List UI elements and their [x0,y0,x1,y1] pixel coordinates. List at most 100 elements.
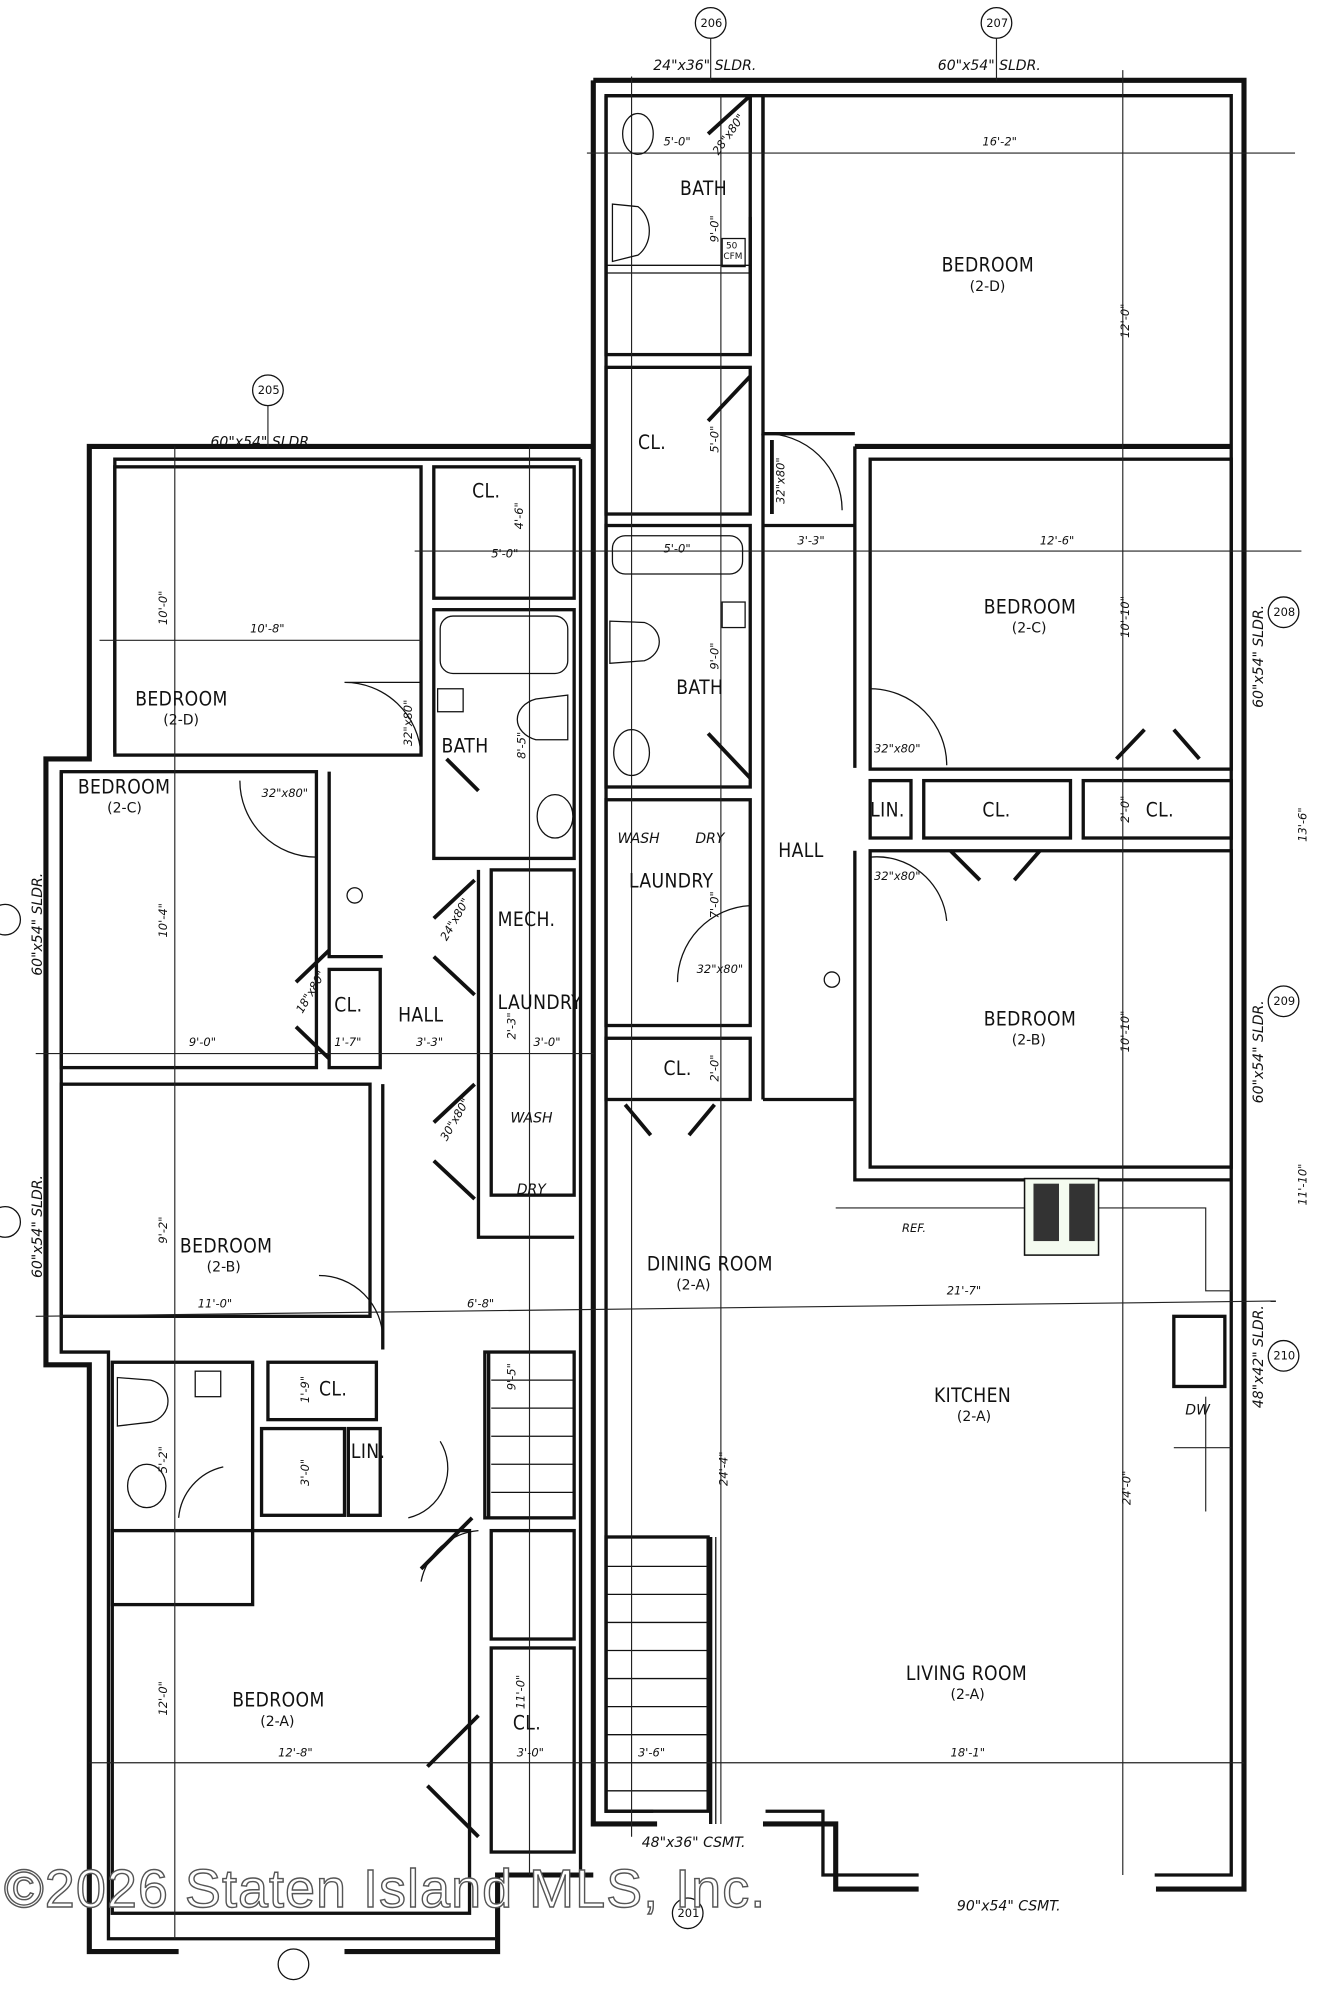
dimension-text: 12'-6" [1040,534,1074,548]
dimension-text: 24'-0" [1119,1471,1133,1505]
room-label-mech: MECH. [498,908,556,931]
dimension-text: 2'-3" [504,1012,518,1039]
fixtures [116,112,841,1509]
dimension-text: 16'-2" [982,134,1016,148]
room-unit: (2-B) [207,1260,241,1276]
door-size: 32"x80" [874,742,921,756]
room-label-bedroom: BEDROOM [232,1689,325,1712]
dimension-text: 11'-0" [513,1675,527,1709]
room-label-laundry: LAUNDRY [498,991,583,1014]
room-label-closet: CL. [638,431,666,454]
window-tag-207: 207 [986,16,1008,30]
room-label-closet: CL. [513,1712,541,1735]
thermostat-icon-left [346,887,363,904]
room-unit: (2-C) [107,801,142,817]
dimension-text: 5'-0" [663,541,690,555]
window-size-205: 60"x54" SLDR. [211,434,314,450]
room-label-linen: LIN. [351,1440,386,1463]
fan-label: 50 [726,242,738,252]
window-tag-201: 201 [678,1906,700,1920]
door-size: 32"x80" [697,962,744,976]
watermark: ©2026 Staten Island MLS, Inc. [3,1858,767,1919]
window-tag-206: 206 [700,16,722,30]
room-label-closet: CL. [319,1377,347,1400]
window-tag-210: 210 [1273,1349,1295,1363]
dimension-lines [35,70,1302,1939]
window-tag-208: 208 [1273,605,1295,619]
left-unit-walls [43,443,594,1955]
window-labels: 206 24"x36" SLDR. 207 60"x54" SLDR. 205 … [30,16,1295,1920]
room-label-living: LIVING ROOM [906,1662,1027,1685]
dimension-text: 24'-4" [716,1452,730,1486]
ref-label: REF. [902,1221,926,1235]
dimension-text: 6'-8" [467,1296,494,1310]
door-size: 32"x80" [874,869,921,883]
dimension-text: 5'-0" [707,426,721,453]
dimension-text: 9'-2" [156,1216,170,1243]
window-tags [0,7,1300,1981]
room-label-closet: CL. [472,479,500,502]
dimension-text: 18'-1" [951,1745,985,1759]
room-label-closet: CL. [1146,798,1174,821]
dimension-text: 21'-7" [947,1284,981,1298]
bathtub-icon-left [439,615,569,675]
room-labels: BATH BEDROOM (2-D) CL. BATH BEDROOM (2-C… [78,177,1211,1734]
room-unit: (2-A) [951,1687,985,1703]
dry-label: DRY [695,831,726,847]
window-size-203: 60"x54" SLDR. [30,1175,46,1278]
window-tag-205: 205 [258,383,280,397]
room-label-bedroom: BEDROOM [942,254,1035,277]
room-label-bedroom: BEDROOM [984,1008,1077,1031]
dimension-text: 3'-0" [517,1745,544,1759]
dimension-text: 7'-0" [707,891,721,918]
dimension-text: 10'-0" [156,591,170,625]
room-label-bath: BATH [676,676,723,699]
dimension-text: 3'-6" [638,1745,665,1759]
toilet-icon-left [516,694,569,741]
dimension-text: 3'-0" [298,1459,312,1486]
room-unit: (2-C) [1012,621,1047,637]
right-unit-walls [590,77,1247,1892]
stairs-right [604,1535,717,1824]
dimension-text: 11'-10" [1296,1164,1310,1206]
dimension-text: 1'-7" [334,1035,361,1049]
dimension-text: 9'-5" [504,1363,518,1390]
dimension-text: 10'-10" [1118,596,1132,638]
dimension-text: 12'-0" [1118,304,1132,338]
dishwasher-label: DW [1185,1403,1211,1419]
door-size: 24"x80" [437,896,472,943]
sink-icon-2 [613,728,651,777]
window-size-209: 60"x54" SLDR. [1251,1000,1267,1103]
dimension-text: 2'-0" [1118,796,1132,823]
dimension-text: 12'-8" [278,1745,312,1759]
dimension-labels: 5'-0" 16'-2" 12'-0" 9'-0" 5'-0" 5'-0" 3'… [156,134,1309,1759]
dimension-text: 10'-4" [156,903,170,937]
room-label-dining: DINING ROOM [647,1252,773,1275]
room-label-bath: BATH [680,177,727,200]
window-tag-209: 209 [1273,994,1295,1008]
dimension-text: 3'-3" [797,534,824,548]
room-label-bath: BATH [441,735,488,758]
window-size-204: 60"x54" SLDR. [30,873,46,976]
room-label-linen: LIN. [870,798,905,821]
room-label-bedroom: BEDROOM [135,687,228,710]
room-label-closet: CL. [663,1057,691,1080]
sink-icon [621,112,654,155]
range-icon [1023,1177,1100,1256]
room-label-bedroom: BEDROOM [984,596,1077,619]
room-label-hall: HALL [398,1004,443,1027]
dimension-text: 9'-0" [707,642,721,669]
thermostat-icon [823,971,841,988]
room-label-hall: HALL [778,839,823,862]
room-label-kitchen: KITCHEN [934,1384,1011,1407]
window-size-202: 90"x54" CSMT. [957,1899,1061,1915]
room-label-closet: CL. [982,798,1010,821]
room-unit: (2-A) [957,1409,991,1425]
room-unit: (2-A) [676,1278,710,1294]
dimension-text: 13'-6" [1296,807,1310,841]
door-swings [177,94,1201,1839]
dimension-text: 3'-3" [416,1035,443,1049]
window-size-207: 60"x54" SLDR. [938,58,1041,74]
dimension-text: 8'-5" [515,732,529,759]
